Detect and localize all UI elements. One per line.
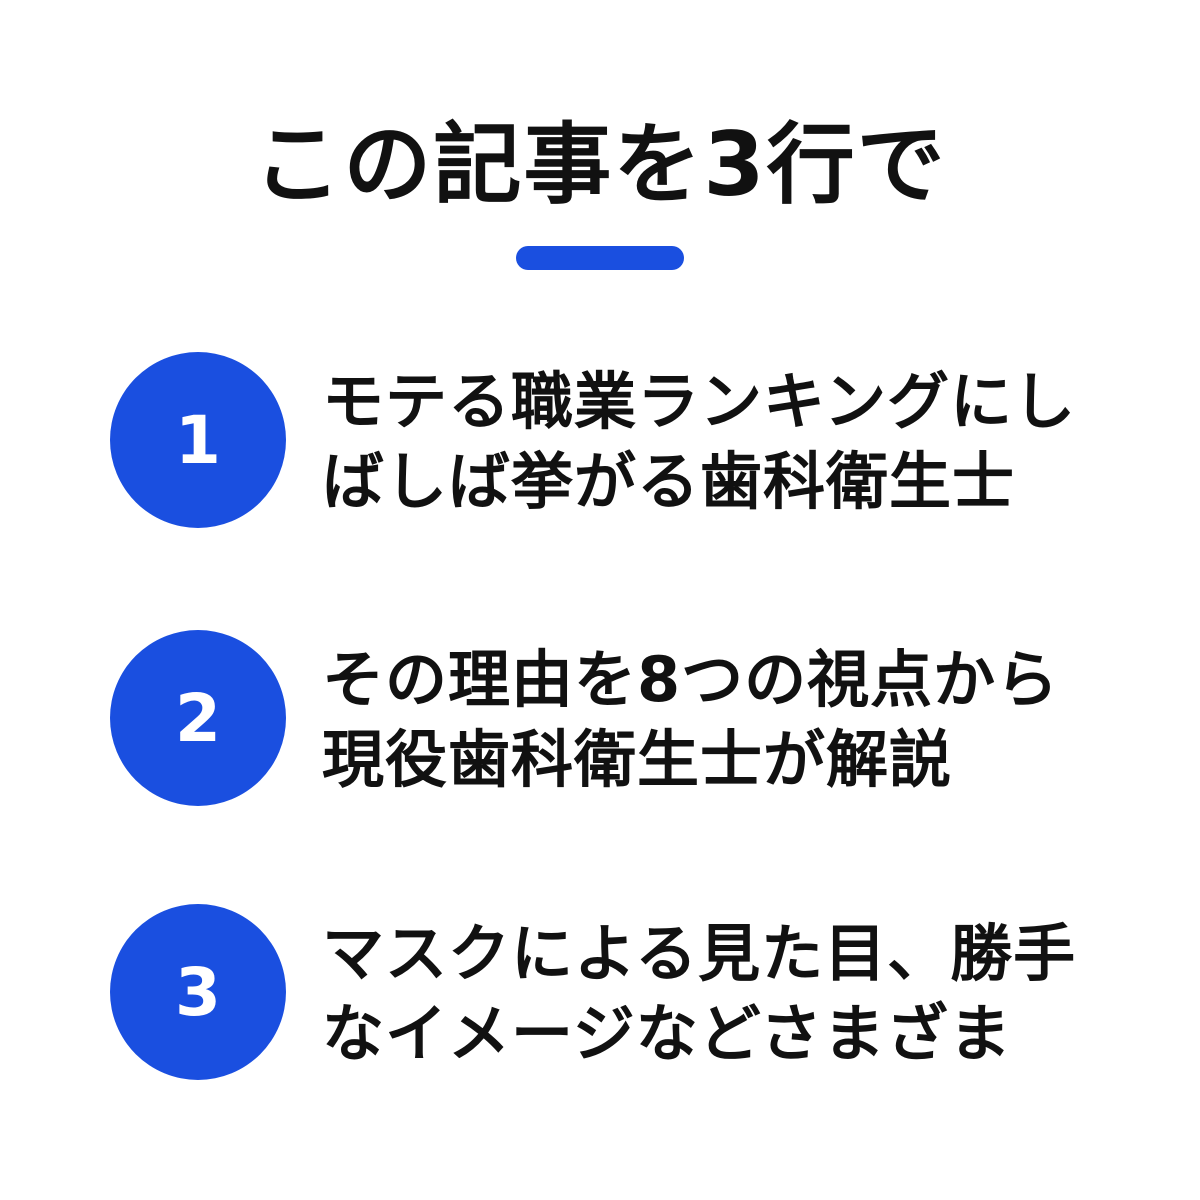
summary-text: その理由を8つの視点から 現役歯科衛生士が解説	[322, 640, 1102, 800]
summary-text: マスクによる見た目、勝手 なイメージなどさまざま	[322, 914, 1102, 1074]
title-accent-bar	[516, 246, 684, 270]
number-badge: 3	[110, 904, 286, 1080]
summary-item-1: 1 モテる職業ランキングにし ばしば挙がる歯科衛生士	[110, 352, 1110, 532]
summary-line: マスクによる見た目、勝手	[322, 917, 1077, 990]
number-badge: 2	[110, 630, 286, 806]
page-title: この記事を3行で	[253, 113, 947, 216]
summary-line: ばしば挙がる歯科衛生士	[322, 445, 1016, 518]
summary-item-2: 2 その理由を8つの視点から 現役歯科衛生士が解説	[110, 630, 1110, 810]
summary-line: モテる職業ランキングにし	[322, 365, 1077, 438]
summary-line: 現役歯科衛生士が解説	[322, 723, 953, 796]
summary-line: その理由を8つの視点から	[322, 643, 1060, 716]
summary-line: なイメージなどさまざま	[322, 997, 1012, 1070]
number-badge: 1	[110, 352, 286, 528]
summary-item-3: 3 マスクによる見た目、勝手 なイメージなどさまざま	[110, 904, 1110, 1084]
summary-text: モテる職業ランキングにし ばしば挙がる歯科衛生士	[322, 362, 1102, 522]
